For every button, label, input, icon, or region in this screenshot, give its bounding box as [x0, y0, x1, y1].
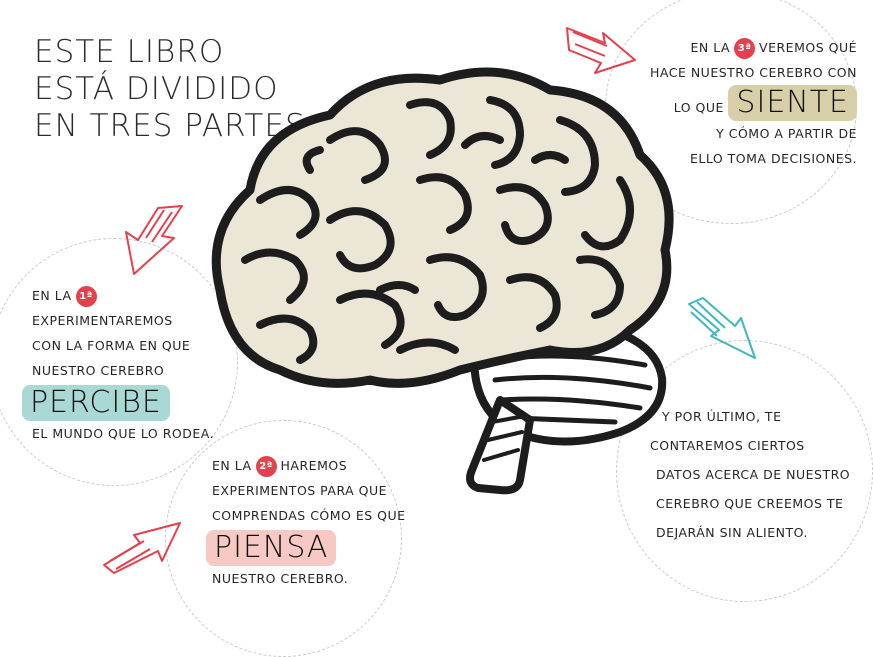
part3-line3pre: LO QUE	[673, 100, 724, 115]
part2-line3: COMPRENDAS CÓMO ES QUE	[212, 508, 406, 523]
part2-pre: EN LA	[212, 458, 252, 473]
part2-line4: NUESTRO CEREBRO.	[212, 571, 349, 586]
part1-badge: 1ª	[75, 286, 97, 307]
part4-line4: CEREBRO QUE CREEMOS TE	[656, 496, 844, 511]
part3-line5: ELLO TOMA DECISIONES.	[689, 151, 857, 166]
part4-line2: CONTAREMOS CIERTOS	[650, 438, 805, 453]
hand-drawn-arrow-icon	[125, 205, 183, 275]
part2-badge: 2ª	[255, 456, 277, 477]
keyword-percibe: PERCIBE	[22, 385, 170, 421]
hand-drawn-arrow-icon	[566, 27, 636, 74]
part3-pre: EN LA	[690, 40, 731, 55]
part1-line5: EL MUNDO QUE LO RODEA.	[32, 426, 215, 441]
part4-line3: DATOS ACERCA DE NUESTRO	[656, 467, 851, 482]
keyword-piensa: PIENSA	[206, 530, 337, 566]
cerebrum	[211, 67, 674, 388]
brain-stem	[466, 396, 534, 495]
part1-line2: EXPERIMENTAREMOS	[32, 313, 173, 328]
part3-badge: 3ª	[734, 38, 756, 59]
hand-drawn-arrow-icon	[103, 522, 181, 574]
part2-line2: EXPERIMENTOS PARA QUE	[212, 483, 388, 498]
part4-text: Y POR ÚLTIMO, TE CONTAREMOS CIERTOS DATO…	[650, 402, 850, 547]
title-line-2: ESTÁ DIVIDIDO	[34, 71, 279, 107]
keyword-siente: SIENTE	[728, 85, 857, 121]
part3-line4: Y CÓMO A PARTIR DE	[716, 126, 857, 141]
part2-post: HAREMOS	[280, 458, 348, 473]
part3-post: VEREMOS QUÉ	[759, 40, 857, 55]
part1-line4: NUESTRO CEREBRO	[32, 363, 165, 378]
part4-line1: Y POR ÚLTIMO, TE	[662, 409, 782, 424]
brain-illustration	[211, 67, 674, 495]
page-title: ESTE LIBRO ESTÁ DIVIDIDO EN TRES PARTES:	[34, 34, 317, 145]
title-line-3: EN TRES PARTES:	[34, 108, 318, 144]
hand-drawn-arrow-icon	[688, 297, 756, 359]
circle-part1	[0, 238, 238, 486]
part4-line5: DEJARÁN SIN ALIENTO.	[656, 525, 808, 540]
part1-pre: EN LA	[32, 288, 72, 303]
part3-line2: HACE NUESTRO CEREBRO CON	[650, 65, 857, 80]
part1-line3: CON LA FORMA EN QUE	[32, 338, 191, 353]
title-line-1: ESTE LIBRO	[34, 34, 225, 70]
